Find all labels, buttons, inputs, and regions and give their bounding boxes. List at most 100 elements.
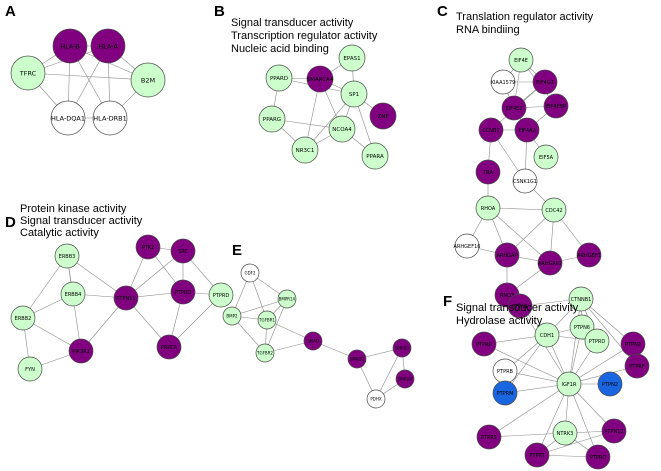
node-erbb2[interactable]: ERBB2 (10, 305, 36, 331)
panel-label: F (443, 293, 452, 310)
node-circle (54, 243, 80, 269)
node-ntrk3[interactable]: NTRK3 (552, 420, 578, 446)
panel-label: E (232, 242, 242, 259)
panel-description: Catalytic activity (20, 227, 99, 239)
node-f7[interactable]: PTPRT (524, 442, 550, 468)
node-label: PTPN11 (116, 296, 135, 302)
node-eif5a[interactable]: EIF5A (533, 144, 559, 170)
node-f8[interactable]: PTPRO (585, 444, 611, 470)
node-label: TGFBR2 (256, 350, 273, 355)
node-nr3c1[interactable]: NR3C1 (291, 136, 319, 164)
node-f6[interactable]: PTPN12 (601, 418, 627, 444)
node-fb2[interactable]: PTPN2 (597, 371, 623, 397)
node-label: EIF4G1 (536, 80, 554, 86)
edge-igf1r-f8 (568, 383, 599, 458)
node-pdhx[interactable]: PDHX (366, 389, 386, 409)
node-f2[interactable]: PTPRK (471, 331, 497, 357)
node-label: ARHGEF1 (577, 253, 601, 259)
node-ptprb[interactable]: PTPRB (492, 358, 518, 384)
node-ppard[interactable]: PPARD (265, 64, 293, 92)
node-label: NTRK3 (557, 431, 574, 437)
node-bmp2[interactable]: BMP2 (222, 306, 242, 326)
node-e4[interactable]: SMAD4 (395, 369, 415, 389)
node-circle (533, 144, 559, 170)
node-gdf2[interactable]: GDF2 (240, 263, 260, 283)
node-c9[interactable]: ARHGEF1 (576, 242, 602, 268)
node-ptprd[interactable]: PTPRD (208, 282, 234, 308)
node-label: PTPRB (497, 369, 514, 375)
node-circle (532, 69, 558, 95)
node-tgfbr2[interactable]: TGFBR2 (255, 343, 275, 363)
node-f1[interactable]: PTPN1 (507, 293, 533, 319)
node-d6[interactable]: PRKCA (156, 334, 182, 360)
node-d2[interactable]: PTPN11 (113, 285, 139, 311)
node-fyn[interactable]: FYN (17, 356, 43, 382)
node-zbtb[interactable]: ZNF (369, 102, 397, 130)
node-ctnnb1[interactable]: CTNNB1 (568, 286, 594, 312)
node-ppara[interactable]: PPARA (361, 142, 389, 170)
node-erbb4[interactable]: ERBB4 (60, 281, 86, 307)
node-rhoa[interactable]: RHOA (475, 195, 501, 221)
node-label: NCOA4 (332, 127, 352, 133)
node-d4[interactable]: SRC (170, 238, 196, 264)
node-cdh1[interactable]: CDH1 (534, 322, 560, 348)
node-kiaa[interactable]: KIAA1579 (490, 69, 516, 95)
node-label: PPARA (366, 154, 384, 160)
node-label: EIF4E (514, 58, 528, 64)
node-dqa1[interactable]: HLA-DQA1 (50, 100, 86, 136)
node-ppargb[interactable]: PPARG (258, 105, 286, 133)
node-sp1[interactable]: SP1 (340, 80, 368, 108)
node-d1[interactable]: PIK3R1 (68, 338, 94, 364)
node-label: HLA-A (98, 42, 118, 50)
node-f3[interactable]: PTPN2 (620, 331, 646, 357)
node-cdc42[interactable]: CDC42 (541, 197, 567, 223)
node-smarca4[interactable]: SMARCA4 (306, 65, 334, 93)
node-f5[interactable]: PTPRS (476, 424, 502, 450)
node-arh[interactable]: ARHGEF16 (454, 233, 481, 259)
node-erbb3[interactable]: ERBB3 (54, 243, 80, 269)
node-label: ERBB4 (65, 292, 82, 298)
node-ncoa4[interactable]: NCOA4 (328, 115, 356, 143)
node-tgfbr1[interactable]: TGFBR1 (257, 310, 277, 330)
node-circle (156, 334, 182, 360)
node-d5[interactable]: PTPRD (170, 279, 196, 305)
node-label: ERBB2 (15, 316, 32, 322)
node-c6[interactable]: TRA (475, 159, 501, 185)
node-c3[interactable]: EIF4EBP (543, 93, 569, 119)
panel-description: Protein kinase activity (20, 203, 127, 215)
node-e3[interactable]: SMAD3 (392, 338, 412, 358)
node-circle (92, 100, 128, 136)
node-label: CDH1 (540, 333, 554, 339)
node-e2[interactable]: SMAD2 (347, 349, 367, 369)
node-bmpr1a[interactable]: BMPR1A (277, 289, 297, 309)
node-tfrc[interactable]: TFRC (10, 55, 46, 91)
node-ptprd2[interactable]: PTPRD (584, 328, 610, 354)
node-label: SMARCA4 (307, 77, 334, 83)
node-circle (624, 353, 650, 379)
node-c1[interactable]: EIF4G1 (532, 69, 558, 95)
node-c2[interactable]: EIF4E2 (501, 95, 527, 121)
node-csnk[interactable]: CSNK1G1 (512, 168, 538, 194)
panel-label: D (5, 214, 16, 231)
node-igf1r[interactable]: IGF1R (556, 371, 582, 397)
node-c5[interactable]: EIF4A2 (514, 117, 540, 143)
node-fb1[interactable]: PTPRM (492, 380, 518, 406)
node-b2m[interactable]: B2M (130, 62, 166, 98)
node-c7[interactable]: ARHGAP (494, 242, 520, 268)
node-e1[interactable]: SMAD (303, 331, 323, 351)
node-circle (306, 65, 334, 93)
node-hlaa[interactable]: HLA-A (90, 28, 126, 64)
node-label: FYN (25, 367, 35, 373)
node-epas1[interactable]: EPAS1 (338, 44, 366, 72)
node-label: PTPRD (213, 293, 230, 299)
node-d3[interactable]: PTK2 (135, 234, 161, 260)
node-hlab[interactable]: HLA-B (52, 28, 88, 64)
node-label: SMAD (307, 338, 319, 343)
node-drb1[interactable]: HLA-DRB1 (92, 100, 128, 136)
node-eif4e[interactable]: EIF4E (508, 47, 534, 73)
node-c8[interactable]: ARHGAP2 (537, 250, 563, 276)
node-label: EIF4EBP (546, 104, 566, 110)
node-f4[interactable]: PTPRF (624, 353, 650, 379)
node-c4[interactable]: CCNB1 (478, 117, 504, 143)
